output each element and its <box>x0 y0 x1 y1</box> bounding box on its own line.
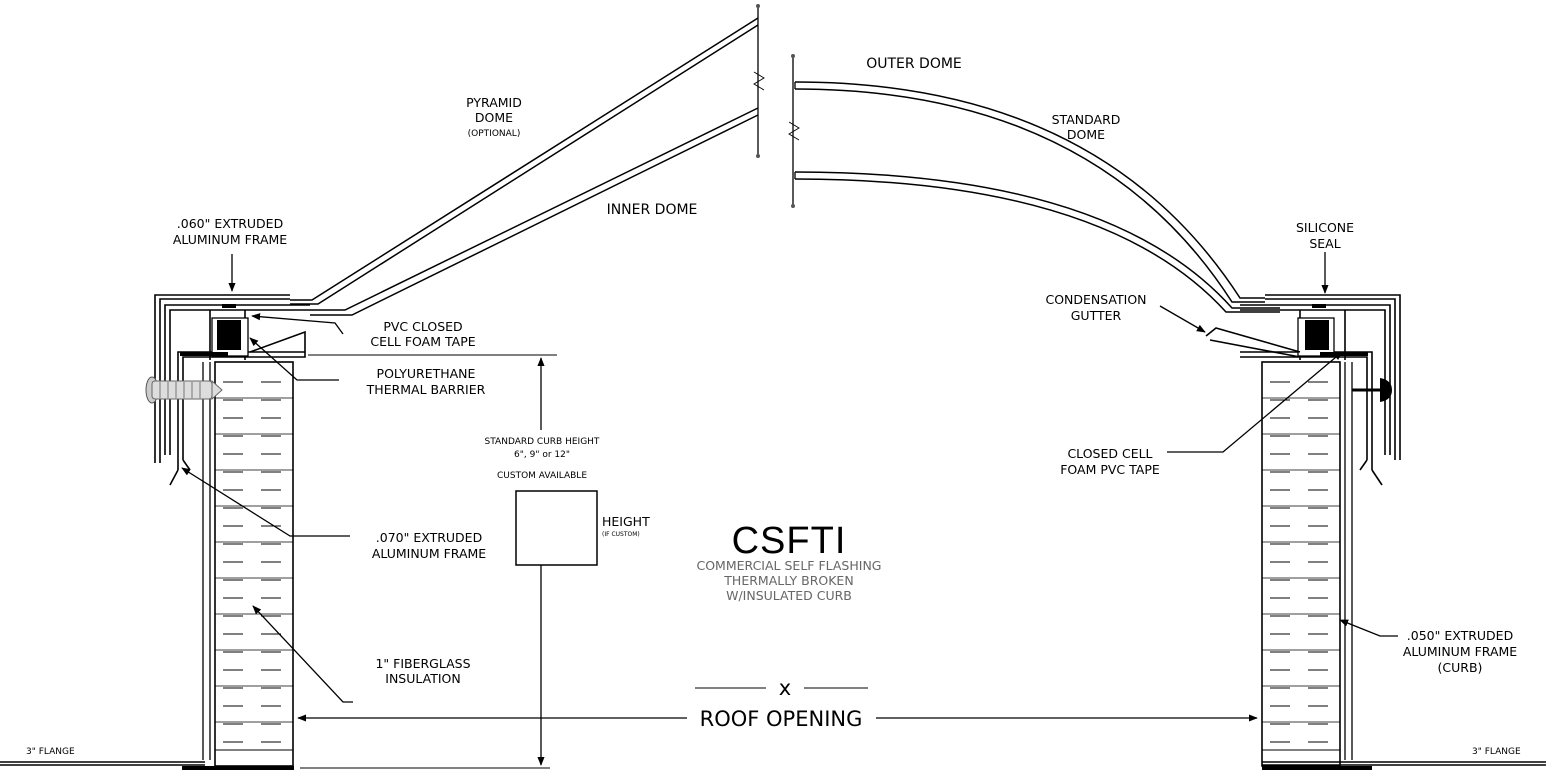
fiberglass-label-2: Insulation <box>385 671 460 686</box>
right-screw-icon <box>1352 378 1392 402</box>
frame-050-label-1: .050" Extruded <box>1407 628 1513 643</box>
left-fiberglass-insulation <box>215 381 293 743</box>
left-pvc-foam-tape <box>217 320 241 350</box>
roof-line-right <box>1262 761 1546 766</box>
pyramid-dome <box>290 4 765 316</box>
curb-height-label-3: Custom Available <box>497 471 587 481</box>
right-fiberglass-insulation <box>1262 381 1340 743</box>
pvc-tape-label-2: cell foam tape <box>370 334 475 349</box>
closed-cell-label-2: Foam PVC Tape <box>1060 462 1160 477</box>
polyurethane-label-1: Polyurethane <box>377 366 476 381</box>
gutter-label-2: Gutter <box>1071 308 1122 323</box>
pvc-tape-label-1: PVC closed <box>383 319 462 334</box>
right-curb <box>1261 361 1372 770</box>
left-curb <box>182 361 294 770</box>
title-sub-3: w/Insulated Curb <box>726 588 852 603</box>
left-screw-icon <box>145 376 223 404</box>
silicone-label-2: Seal <box>1309 236 1340 251</box>
frame-050-label-2: Aluminum Frame <box>1403 644 1517 659</box>
leader-lines <box>181 252 1398 703</box>
roof-opening-label: Roof Opening <box>700 707 863 731</box>
roof-opening-dimension <box>297 687 1258 722</box>
fiberglass-label-1: 1" Fiberglass <box>375 656 470 671</box>
curb-height-label-2: 6", 9" or 12" <box>514 450 570 460</box>
inner-dome-label: Inner Dome <box>607 202 698 218</box>
pyramid-optional-label: (Optional) <box>468 129 521 139</box>
curb-height-dimension <box>300 354 557 769</box>
gutter-label-1: Condensation <box>1045 292 1146 307</box>
outer-dome-label: Outer Dome <box>866 56 962 72</box>
standard-dome-label-2: Dome <box>1067 127 1105 142</box>
flange-left-label: 3" Flange <box>26 747 75 757</box>
x-dimension-label: X <box>779 676 791 700</box>
frame-070-label-2: Aluminum Frame <box>372 546 486 561</box>
frame-070-label-1: .070" Extruded <box>376 530 482 545</box>
title-main: CSFTI <box>732 520 847 562</box>
standard-dome <box>788 54 1280 313</box>
right-frame-070 <box>1240 351 1383 486</box>
frame-060-label-2: Aluminum Frame <box>173 232 287 247</box>
flange-right-label: 3" Flange <box>1472 747 1521 757</box>
left-frame-070 <box>169 330 306 486</box>
title-sub-1: Commercial Self Flashing <box>696 558 881 573</box>
closed-cell-label-1: Closed Cell <box>1067 446 1152 461</box>
silicone-label-1: Silicone <box>1296 220 1354 235</box>
pyramid-dome-label-2: Dome <box>475 110 513 125</box>
height-label: Height <box>602 514 650 529</box>
title-sub-2: Thermally Broken <box>723 573 853 588</box>
roof-line-left <box>0 761 205 766</box>
frame-060-label-1: .060" Extruded <box>177 216 283 231</box>
right-frame-060 <box>1240 294 1401 460</box>
height-box <box>515 490 598 566</box>
right-pvc-foam-tape <box>1305 320 1329 350</box>
frame-050-label-3: (Curb) <box>1438 660 1483 675</box>
height-custom-label: (If Custom) <box>602 531 640 538</box>
polyurethane-label-2: Thermal Barrier <box>366 382 486 397</box>
standard-dome-label-1: Standard <box>1052 112 1121 127</box>
pyramid-dome-label-1: Pyramid <box>466 95 522 110</box>
curb-height-label-1: Standard Curb Height <box>485 437 600 447</box>
condensation-gutter <box>1205 327 1301 358</box>
